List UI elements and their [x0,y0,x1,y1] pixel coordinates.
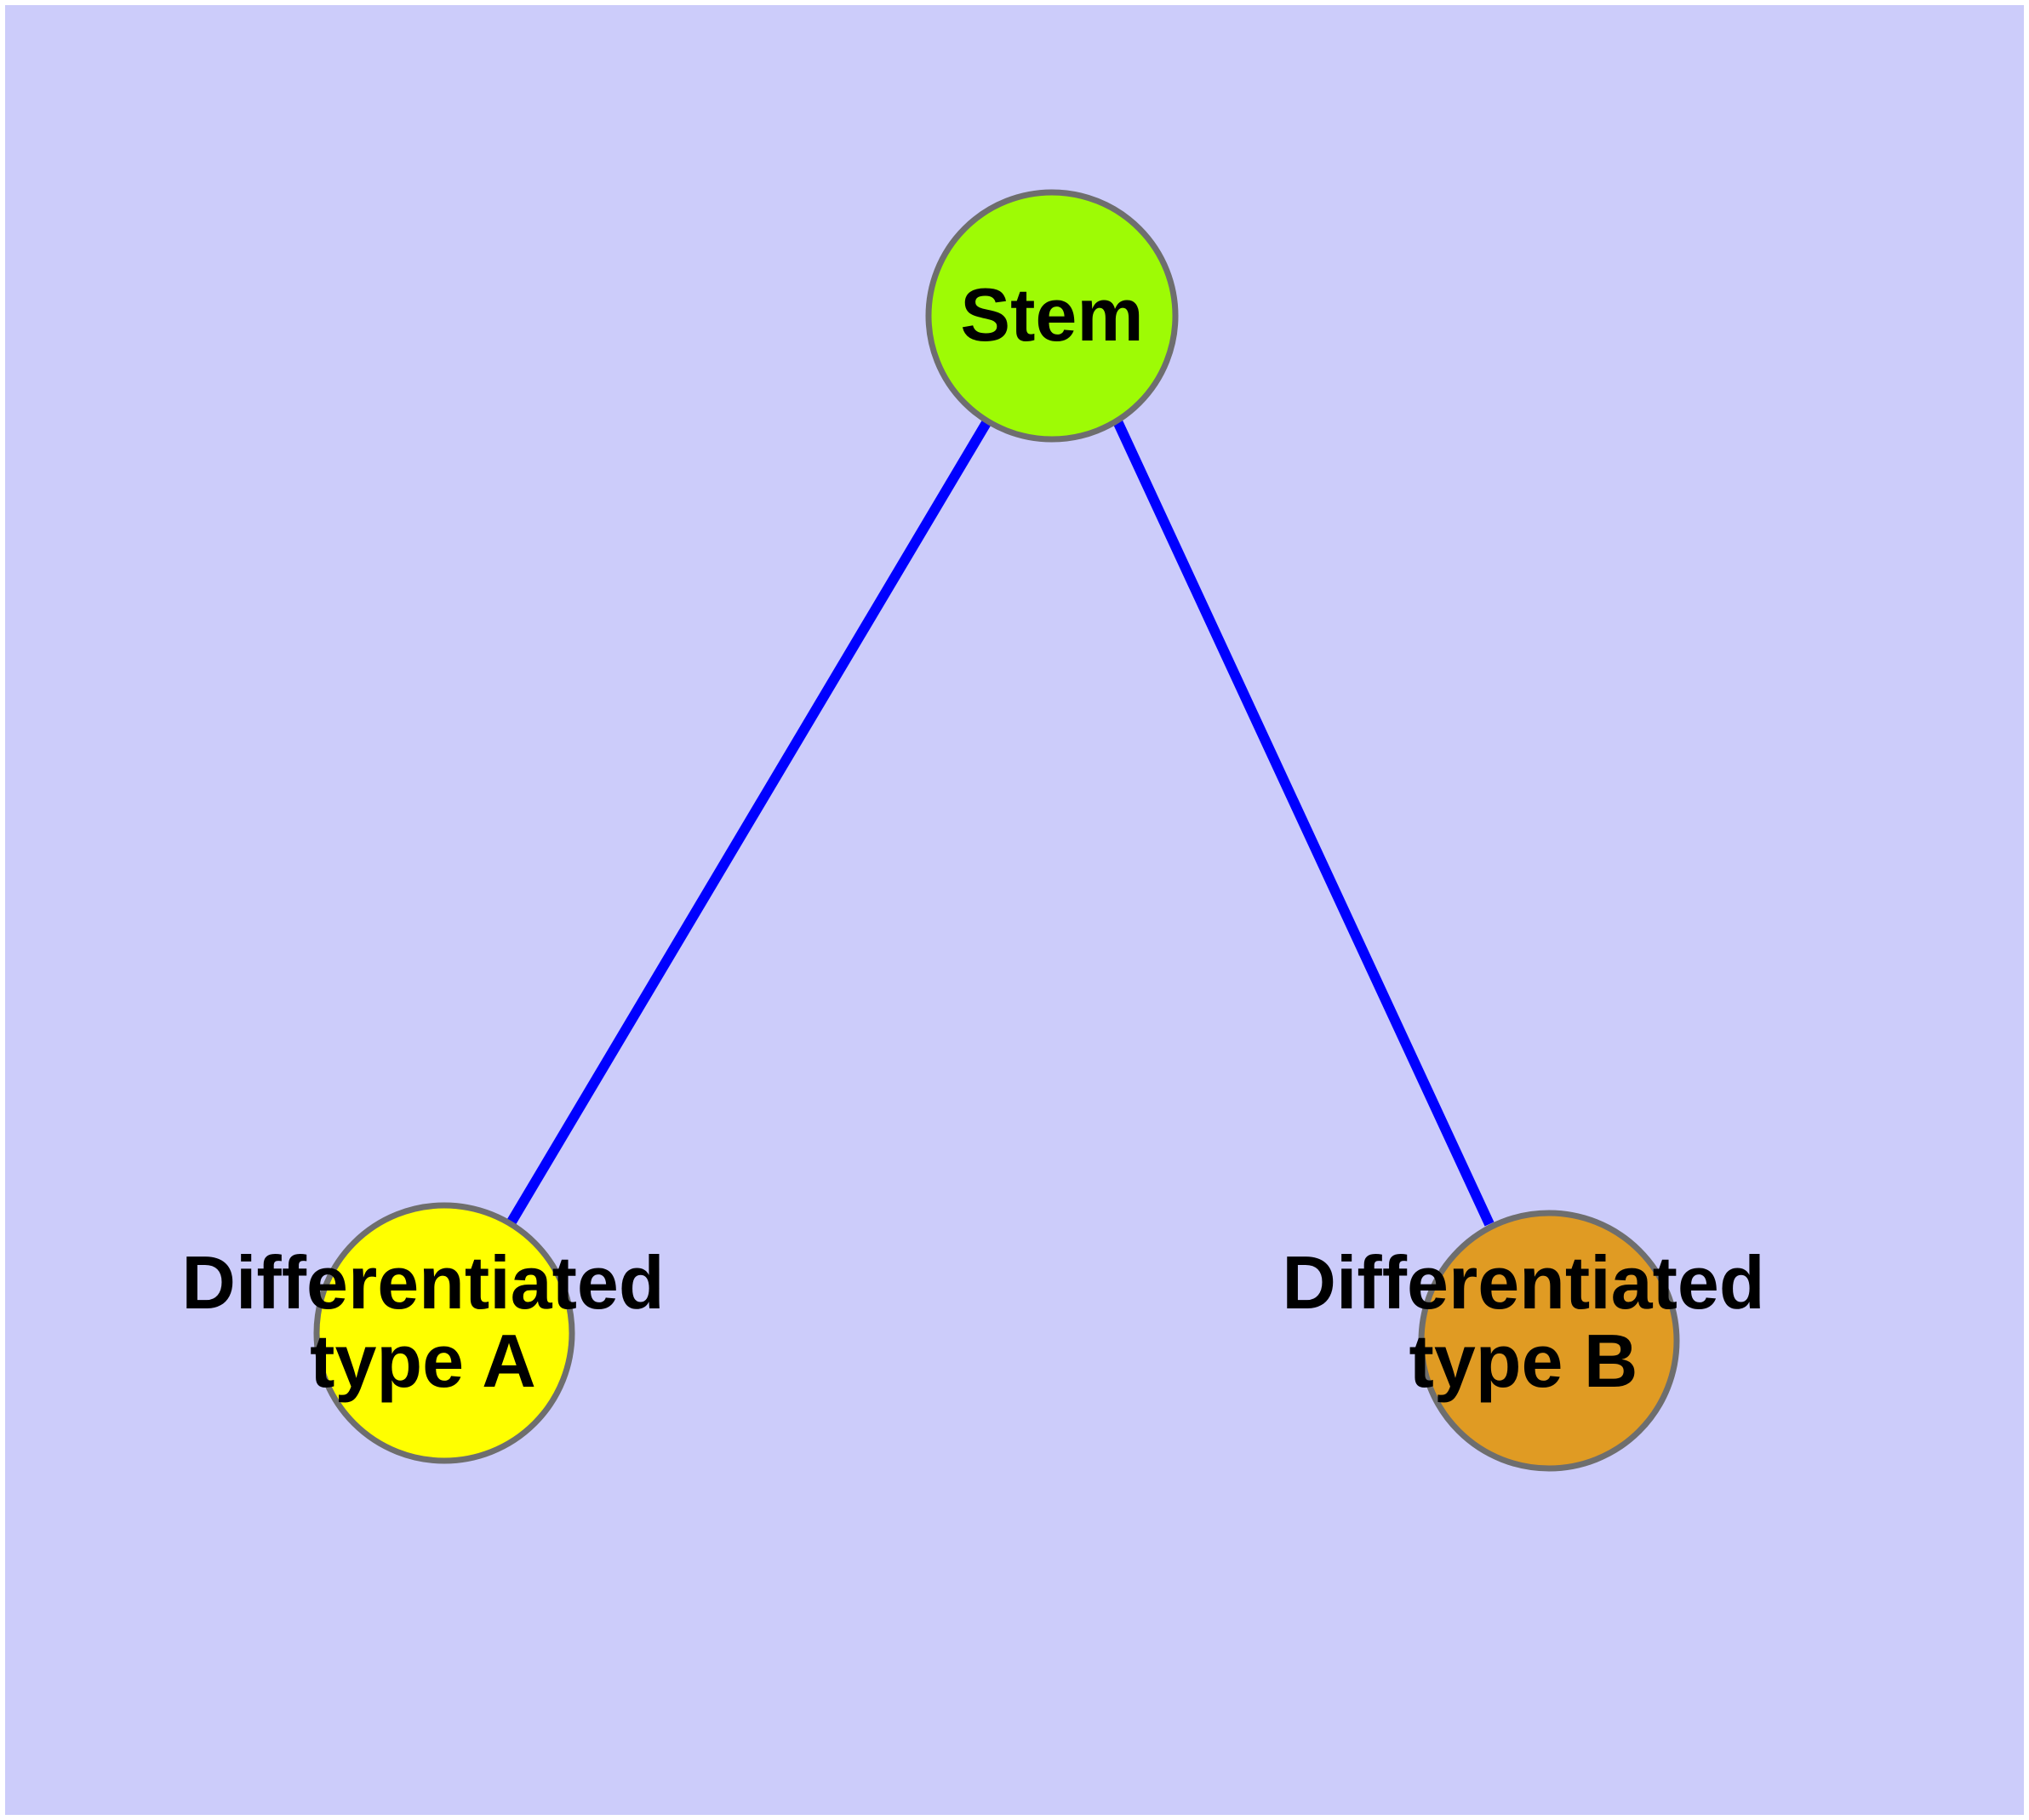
edge-layer [506,418,1495,1227]
node-label-diff_b-line-2: type B [1409,1319,1638,1403]
graph-edge-stem-diff_b[interactable] [1112,419,1495,1227]
graph-node-stem[interactable]: Stem [925,189,1179,443]
node-label-diff_b-line-1: Differentiated [1282,1240,1764,1325]
graph-edge-stem-diff_a[interactable] [506,418,992,1227]
node-label-stem-line-1: Stem [960,272,1143,357]
node-circle-stem[interactable] [925,189,1179,443]
node-label-diff_a-line-1: Differentiated [181,1240,664,1325]
node-circle-diff_a[interactable] [313,1202,575,1464]
node-label-diff_a-line-2: type A [310,1319,536,1403]
node-circle-diff_b[interactable] [1418,1210,1680,1472]
